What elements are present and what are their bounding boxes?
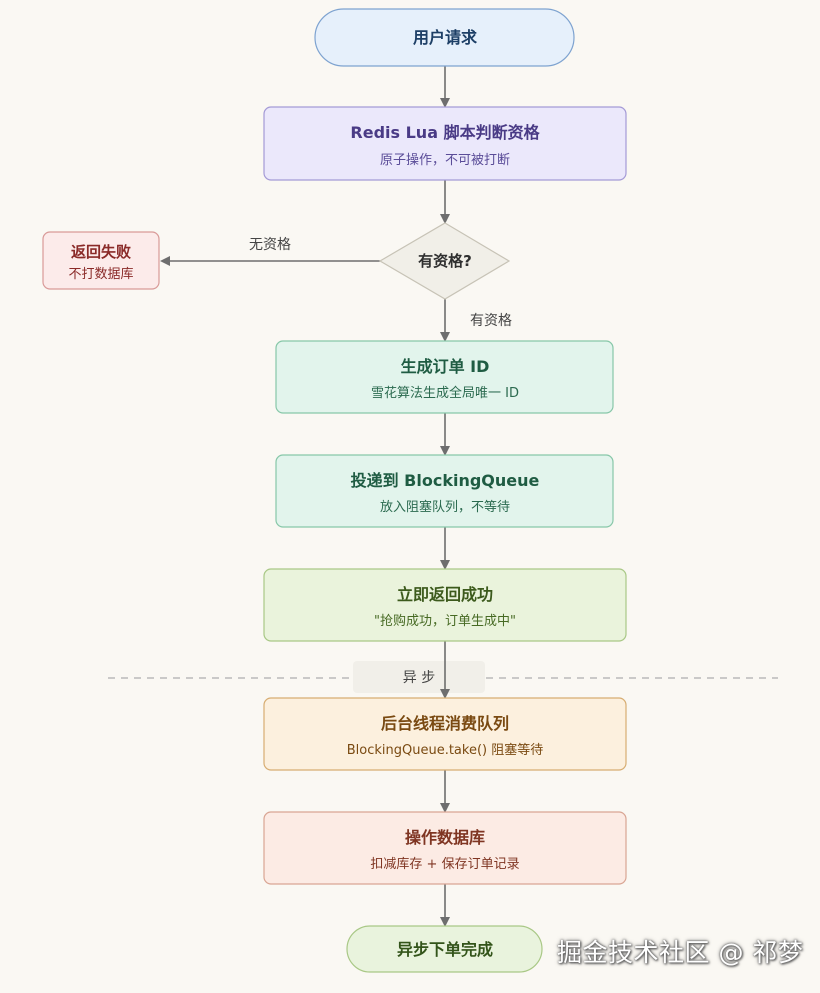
node-queue-subtitle: 放入阻塞队列，不等待	[380, 499, 510, 515]
node-redis: Redis Lua 脚本判断资格 原子操作，不可被打断	[263, 106, 627, 181]
node-consumer: 后台线程消费队列 BlockingQueue.take() 阻塞等待	[263, 697, 627, 771]
node-success: 立即返回成功 "抢购成功，订单生成中"	[263, 568, 627, 642]
node-queue: 投递到 BlockingQueue 放入阻塞队列，不等待	[275, 454, 614, 528]
edge-label-no: 无资格	[249, 237, 291, 253]
node-order-id-title: 生成订单 ID	[401, 357, 490, 376]
node-success-subtitle: "抢购成功，订单生成中"	[374, 613, 516, 629]
node-redis-title: Redis Lua 脚本判断资格	[350, 123, 540, 142]
node-decision-title: 有资格?	[418, 252, 472, 270]
node-db-subtitle: 扣减库存 + 保存订单记录	[370, 856, 519, 872]
node-fail-title: 返回失败	[71, 243, 131, 261]
node-queue-title: 投递到 BlockingQueue	[351, 471, 540, 490]
node-redis-subtitle: 原子操作，不可被打断	[380, 152, 510, 168]
node-done-title: 异步下单完成	[397, 940, 493, 959]
node-done: 异步下单完成	[346, 925, 543, 973]
edge-label-yes: 有资格	[470, 313, 512, 329]
node-consumer-subtitle: BlockingQueue.take() 阻塞等待	[347, 742, 544, 758]
node-start-title: 用户请求	[413, 28, 478, 47]
edges	[160, 66, 450, 927]
node-fail-subtitle: 不打数据库	[68, 266, 133, 282]
node-decision: 有资格?	[378, 222, 511, 300]
node-success-title: 立即返回成功	[397, 585, 493, 604]
node-db-title: 操作数据库	[405, 828, 485, 847]
node-order-id-subtitle: 雪花算法生成全局唯一 ID	[371, 385, 519, 401]
async-divider-label-bg	[353, 661, 485, 693]
node-start: 用户请求	[314, 8, 575, 67]
node-db: 操作数据库 扣减库存 + 保存订单记录	[263, 811, 627, 885]
node-fail: 返回失败 不打数据库	[42, 231, 160, 290]
node-consumer-title: 后台线程消费队列	[381, 714, 509, 733]
async-divider-label: 异 步	[403, 670, 435, 686]
node-order-id: 生成订单 ID 雪花算法生成全局唯一 ID	[275, 340, 614, 414]
watermark: 掘金技术社区 @ 祁梦	[557, 938, 804, 967]
